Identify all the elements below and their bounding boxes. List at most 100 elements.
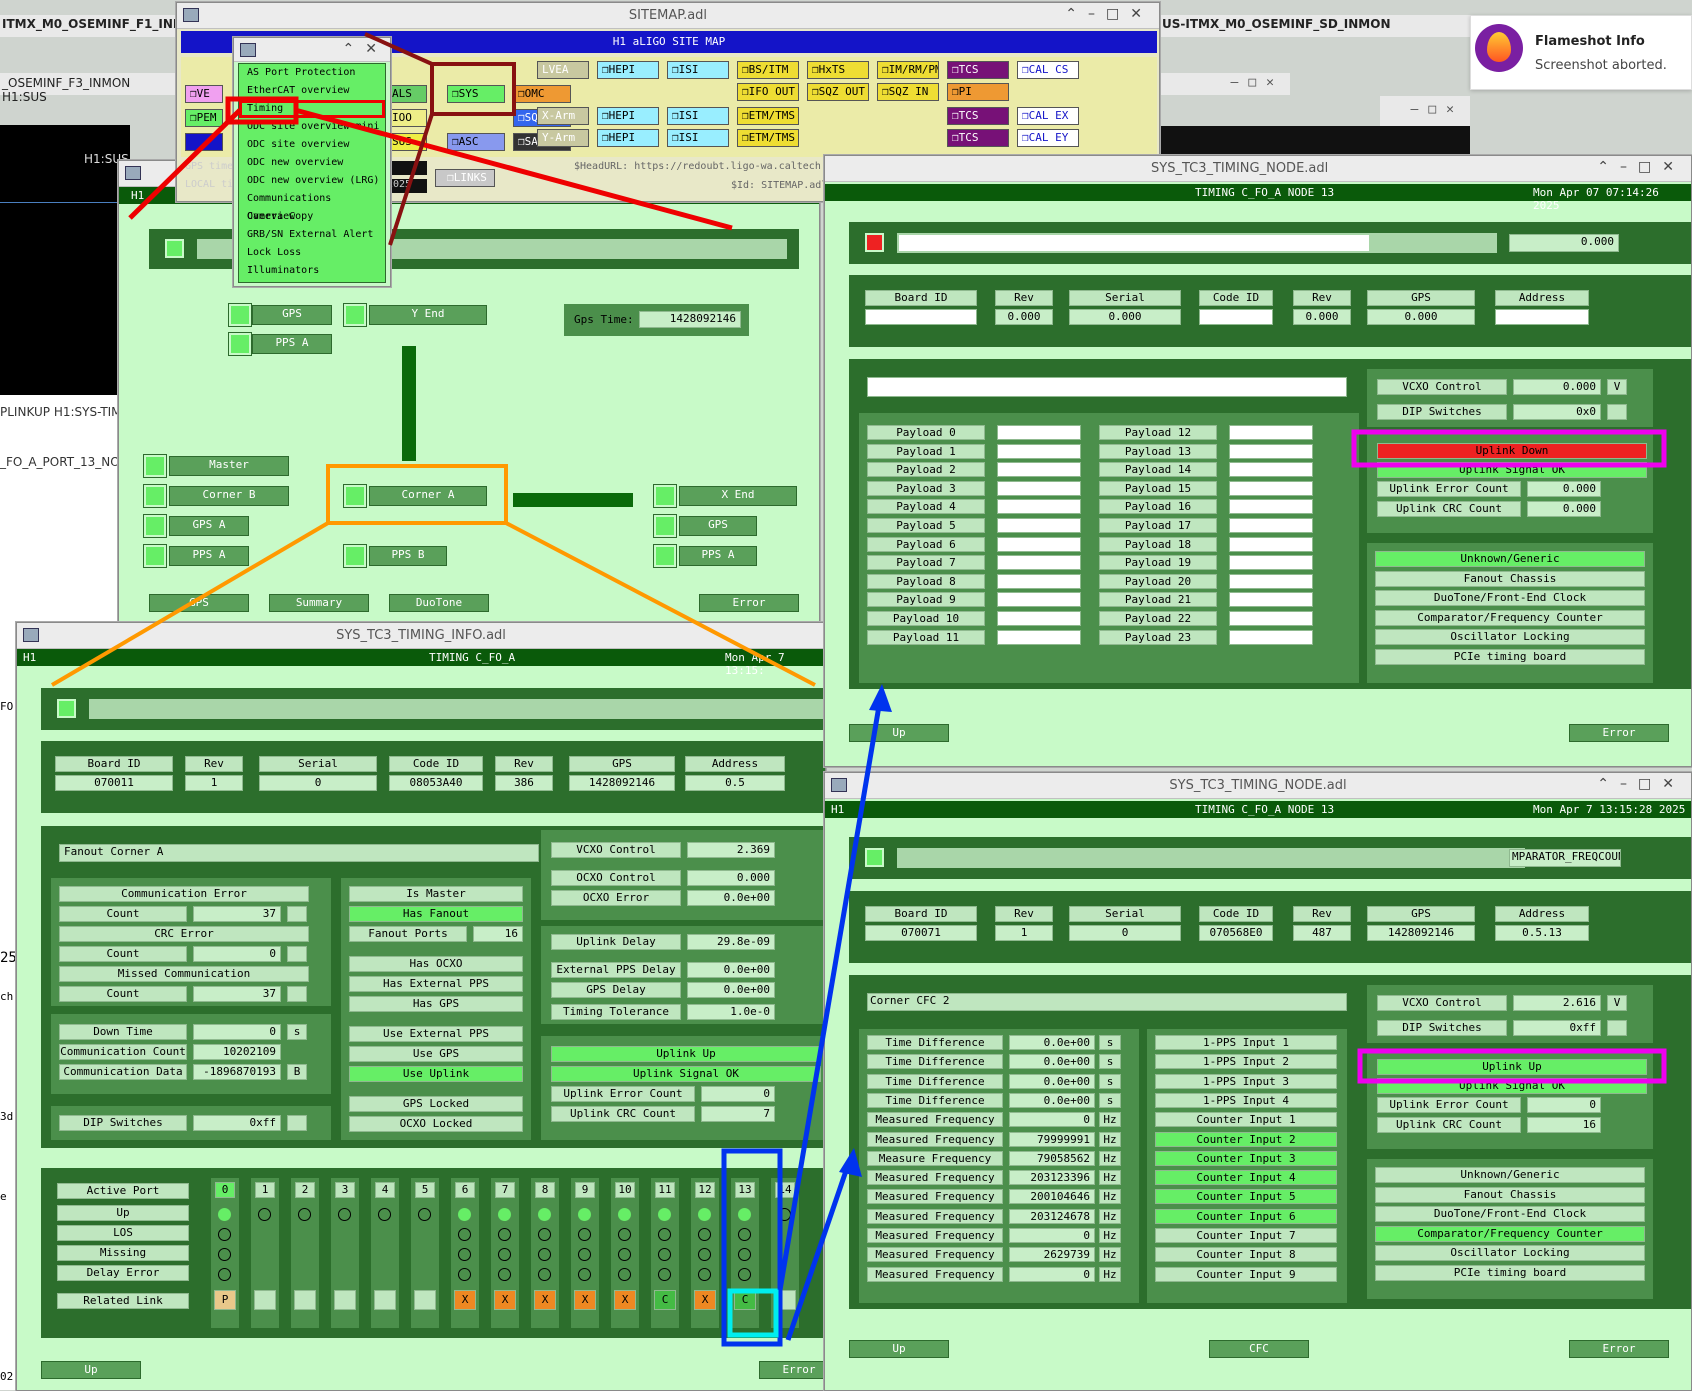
port-number[interactable]: 10 bbox=[615, 1182, 635, 1198]
window-controls[interactable]: ⌃–□✕ bbox=[1065, 6, 1153, 22]
links-button[interactable]: ❒LINKS bbox=[435, 169, 495, 187]
port-number[interactable]: 2 bbox=[295, 1182, 315, 1198]
related-link[interactable]: C bbox=[654, 1290, 676, 1310]
menu-item[interactable]: Camera Copy bbox=[247, 211, 314, 222]
bs-itm-button[interactable]: ❒BS/ITM bbox=[737, 61, 799, 79]
related-link[interactable]: X bbox=[574, 1290, 596, 1310]
ppsb-button[interactable]: PPS B bbox=[369, 546, 447, 566]
blue-button[interactable] bbox=[185, 133, 223, 151]
menu-item[interactable]: Timing bbox=[239, 100, 385, 118]
yarm-isi-button[interactable]: ❒ISI bbox=[667, 129, 729, 147]
related-link[interactable] bbox=[294, 1290, 316, 1310]
summary-button[interactable]: Summary bbox=[269, 594, 369, 612]
menu-item[interactable]: ODC new overview (LRG) bbox=[247, 175, 380, 186]
gps-summary-button[interactable]: GPS bbox=[149, 594, 249, 612]
node2-cfc-button[interactable]: CFC bbox=[1209, 1340, 1309, 1358]
ioo-button[interactable]: IOO bbox=[387, 109, 427, 127]
xend-button[interactable]: X End bbox=[679, 486, 797, 506]
port-number[interactable]: 5 bbox=[415, 1182, 435, 1198]
yarm-tcs-button[interactable]: ❒TCS bbox=[947, 129, 1009, 147]
related-link[interactable] bbox=[374, 1290, 396, 1310]
ppsa3-button[interactable]: PPS A bbox=[679, 546, 757, 566]
hxts-button[interactable]: ❒HxTS bbox=[807, 61, 869, 79]
pi-button[interactable]: ❒PI bbox=[947, 83, 1009, 101]
gps-button[interactable]: GPS bbox=[252, 305, 332, 325]
cal-cs-button[interactable]: ❒CAL CS bbox=[1017, 61, 1079, 79]
flameshot-notification[interactable]: Flameshot Info Screenshot aborted. bbox=[1470, 15, 1692, 90]
menu-item[interactable]: Lock Loss bbox=[247, 247, 302, 258]
sqz-out-button[interactable]: ❒SQZ OUT bbox=[807, 83, 869, 101]
ppsa2-button[interactable]: PPS A bbox=[169, 546, 249, 566]
yarm-etm-button[interactable]: ❒ETM/TMS bbox=[737, 129, 799, 147]
sys-button[interactable]: ❒SYS bbox=[447, 85, 505, 103]
cfoa-up-button[interactable]: Up bbox=[41, 1361, 141, 1379]
related-link[interactable] bbox=[414, 1290, 436, 1310]
port-number[interactable]: 1 bbox=[255, 1182, 275, 1198]
port-number[interactable]: 13 bbox=[735, 1182, 755, 1198]
port-number[interactable]: 7 bbox=[495, 1182, 515, 1198]
xarm-etm-button[interactable]: ❒ETM/TMS bbox=[737, 107, 799, 125]
related-link[interactable]: P bbox=[214, 1290, 236, 1310]
omc-button[interactable]: ❒OMC bbox=[513, 85, 571, 103]
lvea-isi-button[interactable]: ❒ISI bbox=[667, 61, 729, 79]
port-number[interactable]: 4 bbox=[375, 1182, 395, 1198]
port-number[interactable]: 9 bbox=[575, 1182, 595, 1198]
cornerb-button[interactable]: Corner B bbox=[169, 486, 289, 506]
cfoa-error-button[interactable]: Error bbox=[759, 1361, 825, 1379]
related-link[interactable] bbox=[774, 1290, 796, 1310]
node2-error-button[interactable]: Error bbox=[1569, 1340, 1669, 1358]
port-number[interactable]: 12 bbox=[695, 1182, 715, 1198]
cal-ex-button[interactable]: ❒CAL EX bbox=[1017, 107, 1079, 125]
cornera-button[interactable]: Corner A bbox=[369, 486, 487, 506]
related-link[interactable]: X bbox=[454, 1290, 476, 1310]
ve-button[interactable]: ❒VE bbox=[185, 85, 223, 103]
master-button[interactable]: Master bbox=[169, 456, 289, 476]
ppsa-button[interactable]: PPS A bbox=[252, 334, 332, 354]
node1-error-button[interactable]: Error bbox=[1569, 724, 1669, 742]
node2-up-button[interactable]: Up bbox=[849, 1340, 949, 1358]
related-link[interactable] bbox=[254, 1290, 276, 1310]
sqz-in-button[interactable]: ❒SQZ IN bbox=[877, 83, 939, 101]
menu-item[interactable]: ODC site overview bbox=[247, 139, 350, 150]
xarm-hepi-button[interactable]: ❒HEPI bbox=[597, 107, 659, 125]
related-link[interactable]: X bbox=[534, 1290, 556, 1310]
xarm-isi-button[interactable]: ❒ISI bbox=[667, 107, 729, 125]
menu-item[interactable]: Communications Overview bbox=[247, 193, 332, 222]
tcs-cs-button[interactable]: ❒TCS bbox=[947, 61, 1009, 79]
ifo-out-button[interactable]: ❒IFO OUT bbox=[737, 83, 799, 101]
im-rm-pm-button[interactable]: ❒IM/RM/PM bbox=[877, 61, 939, 79]
lvea-hepi-button[interactable]: ❒HEPI bbox=[597, 61, 659, 79]
port-number[interactable]: 14 bbox=[775, 1182, 795, 1198]
related-link[interactable]: X bbox=[494, 1290, 516, 1310]
overview-error-button[interactable]: Error bbox=[699, 594, 799, 612]
port-number[interactable]: 11 bbox=[655, 1182, 675, 1198]
related-link[interactable]: C bbox=[734, 1290, 756, 1310]
yarm-hepi-button[interactable]: ❒HEPI bbox=[597, 129, 659, 147]
menu-item[interactable]: EtherCAT overview bbox=[247, 85, 350, 96]
yend-button[interactable]: Y End bbox=[369, 305, 487, 325]
window-controls[interactable]: ⌃–□✕ bbox=[1597, 159, 1685, 175]
menu-item[interactable]: Illuminators bbox=[247, 265, 320, 276]
asc-button[interactable]: ❒ASC bbox=[447, 133, 505, 151]
related-link[interactable]: X bbox=[694, 1290, 716, 1310]
duotone-button[interactable]: DuoTone bbox=[389, 594, 489, 612]
related-link[interactable]: X bbox=[614, 1290, 636, 1310]
port-number[interactable]: 6 bbox=[455, 1182, 475, 1198]
port-number[interactable]: 8 bbox=[535, 1182, 555, 1198]
window-controls[interactable]: ⌃–□✕ bbox=[1597, 776, 1685, 792]
sus-button[interactable]: SUS bbox=[387, 133, 427, 151]
related-link[interactable] bbox=[334, 1290, 356, 1310]
menu-item[interactable]: ODC new overview bbox=[247, 157, 344, 168]
port-number[interactable]: 0 bbox=[215, 1182, 235, 1198]
als-button[interactable]: ALS bbox=[387, 85, 427, 103]
window-controls[interactable]: ⌃✕ bbox=[342, 41, 388, 57]
node1-up-button[interactable]: Up bbox=[849, 724, 949, 742]
cal-ey-button[interactable]: ❒CAL EY bbox=[1017, 129, 1079, 147]
port-number[interactable]: 3 bbox=[335, 1182, 355, 1198]
pem-button[interactable]: ❒PEM bbox=[185, 109, 223, 127]
menu-item[interactable]: AS Port Protection bbox=[247, 67, 356, 78]
menu-item[interactable]: GRB/SN External Alert bbox=[247, 229, 374, 240]
xarm-tcs-button[interactable]: ❒TCS bbox=[947, 107, 1009, 125]
gpsa-button[interactable]: GPS A bbox=[169, 516, 249, 536]
gps2-button[interactable]: GPS bbox=[679, 516, 757, 536]
